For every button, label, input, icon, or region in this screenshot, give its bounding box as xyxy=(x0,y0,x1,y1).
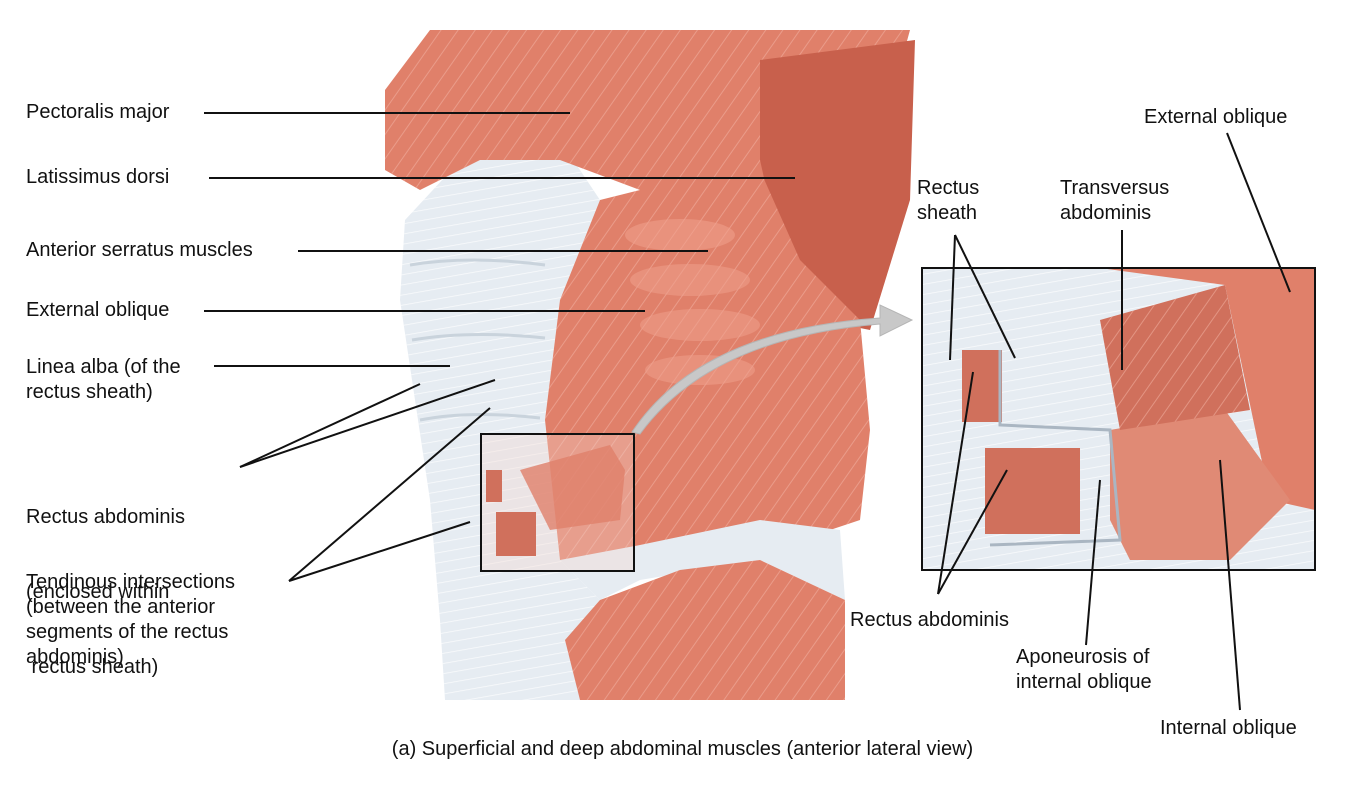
right-leader-lines xyxy=(937,132,1291,711)
figure-caption: (a) Superficial and deep abdominal muscl… xyxy=(391,738,974,760)
label-rectus-sheath-line-2: sheath xyxy=(917,202,978,224)
label-rectus-sheath-line-1: Rectus xyxy=(917,177,980,199)
inset-external-oblique xyxy=(1100,268,1315,510)
label-rectus-abdominis-left: Rectus abdominis (enclosed within rectus… xyxy=(26,455,185,705)
serratus-digitations xyxy=(625,219,760,385)
inguinal-tendon-shape xyxy=(560,520,845,600)
tendinous-intersection-marks xyxy=(409,258,546,422)
label-tendinous-line-1: Tendinous intersections xyxy=(26,571,236,593)
label-external-oblique-left: External oblique xyxy=(26,299,170,321)
inset-rectus-segment-lower xyxy=(985,448,1080,534)
label-aponeurosis-line-2: internal oblique xyxy=(1016,671,1152,693)
label-tendinous-intersections: Tendinous intersections (between the ant… xyxy=(26,570,235,670)
label-external-oblique-right: External oblique xyxy=(1144,106,1288,128)
label-latissimus-dorsi: Latissimus dorsi xyxy=(26,166,170,188)
torso-illustration xyxy=(385,30,915,700)
label-tendinous-line-3: segments of the rectus xyxy=(26,621,229,643)
label-rectus-sheath: Rectus sheath xyxy=(917,176,979,226)
label-aponeurosis-line-1: Aponeurosis of xyxy=(1016,646,1150,668)
label-aponeurosis: Aponeurosis of internal oblique xyxy=(1016,645,1152,695)
label-rectus-abdominis-line-3: rectus sheath) xyxy=(26,656,159,678)
label-anterior-serratus: Anterior serratus muscles xyxy=(26,239,253,261)
label-rectus-abdominis-line-1: Rectus abdominis xyxy=(26,506,185,528)
label-pectoralis-major: Pectoralis major xyxy=(26,101,170,123)
label-internal-oblique: Internal oblique xyxy=(1160,717,1297,739)
small-inset xyxy=(480,433,635,572)
label-transversus-abdominis: Transversus abdominis xyxy=(1060,176,1169,226)
label-linea-alba-line-1: Linea alba (of the xyxy=(26,356,181,378)
label-rectus-abdominis-right: Rectus abdominis xyxy=(850,609,1009,631)
label-tendinous-line-4: abdominis) xyxy=(26,646,124,668)
inset-rectus-segment-upper xyxy=(962,350,1002,422)
label-linea-alba-line-2: rectus sheath) xyxy=(26,381,153,403)
label-tendinous-line-2: (between the anterior xyxy=(26,596,216,618)
left-leader-lines xyxy=(204,112,795,582)
zoom-arrow xyxy=(631,304,914,435)
label-rectus-abdominis-line-2: (enclosed within xyxy=(26,581,170,603)
label-linea-alba: Linea alba (of the rectus sheath) xyxy=(26,355,181,405)
inset-internal-oblique xyxy=(1110,410,1290,560)
label-transversus-line-2: abdominis xyxy=(1060,202,1152,224)
detail-inset xyxy=(922,268,1315,570)
label-transversus-line-1: Transversus xyxy=(1060,177,1170,199)
